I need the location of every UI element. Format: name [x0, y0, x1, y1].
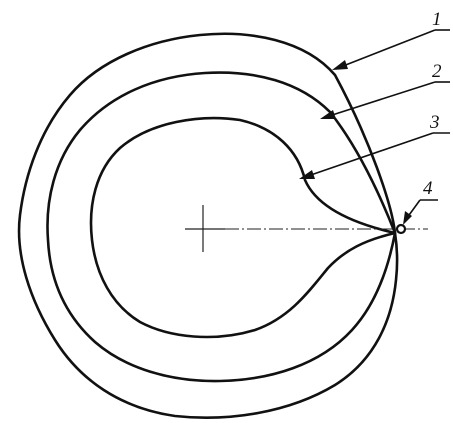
- callout-label-4: 4: [423, 178, 433, 199]
- callout-label-1: 1: [432, 9, 442, 30]
- inner-contour: [91, 118, 395, 337]
- leader-line-1: [338, 30, 435, 68]
- outer-contour: [19, 34, 397, 418]
- arrowhead-1: [332, 60, 348, 70]
- callout-label-2: 2: [432, 61, 442, 82]
- apex-point: [397, 225, 405, 233]
- leader-line-3: [305, 133, 433, 177]
- callout-label-3: 3: [429, 112, 440, 133]
